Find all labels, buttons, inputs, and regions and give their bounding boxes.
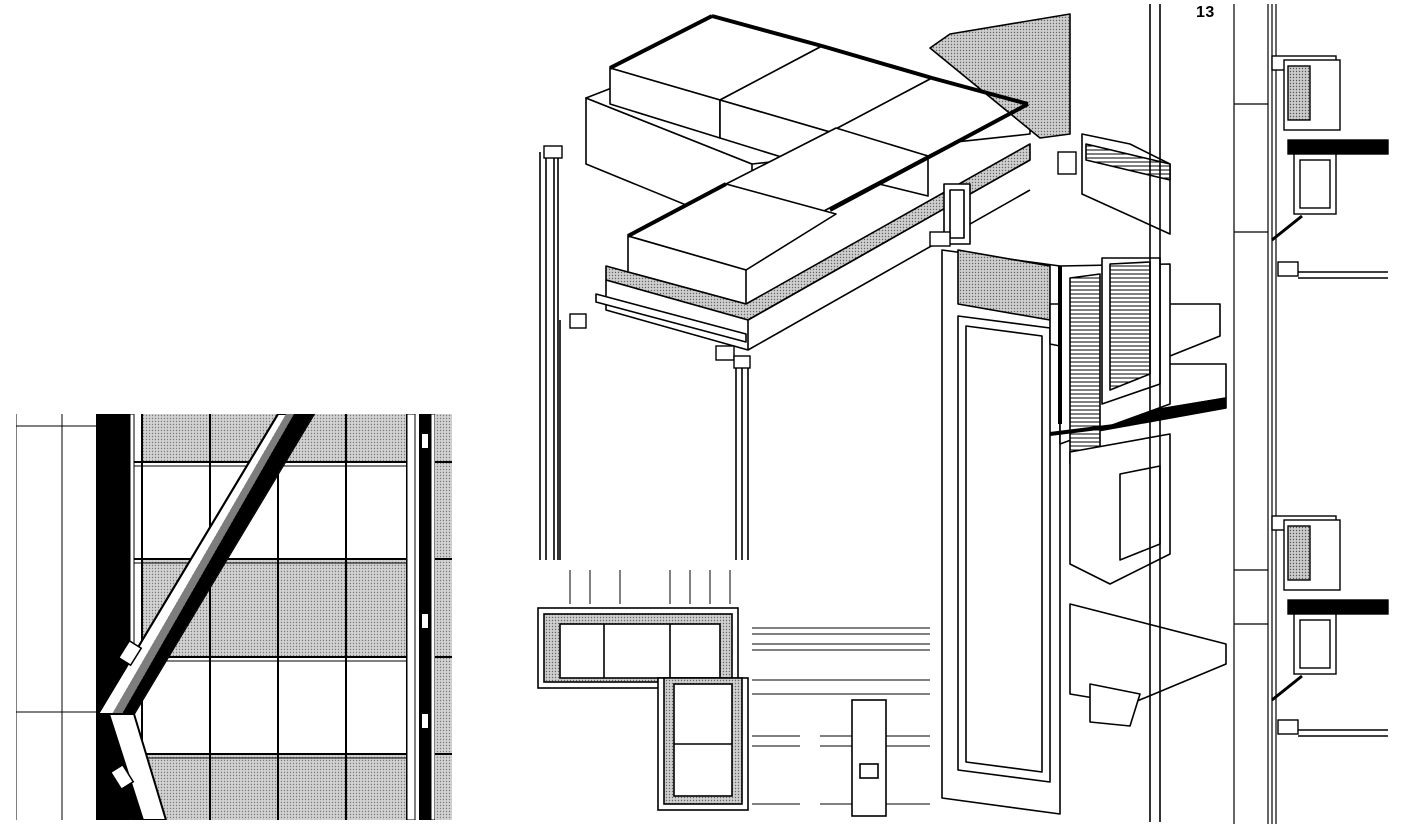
plan-detail [537,570,930,817]
floor-assembly-upper [1271,55,1389,279]
facade-elevation [16,414,452,820]
wall-section [1232,4,1404,824]
isometric-cutaway [530,4,1230,822]
diagonal-brace [96,414,316,820]
page-number: 13 [1196,4,1215,21]
floor-assembly-lower [1271,515,1389,737]
